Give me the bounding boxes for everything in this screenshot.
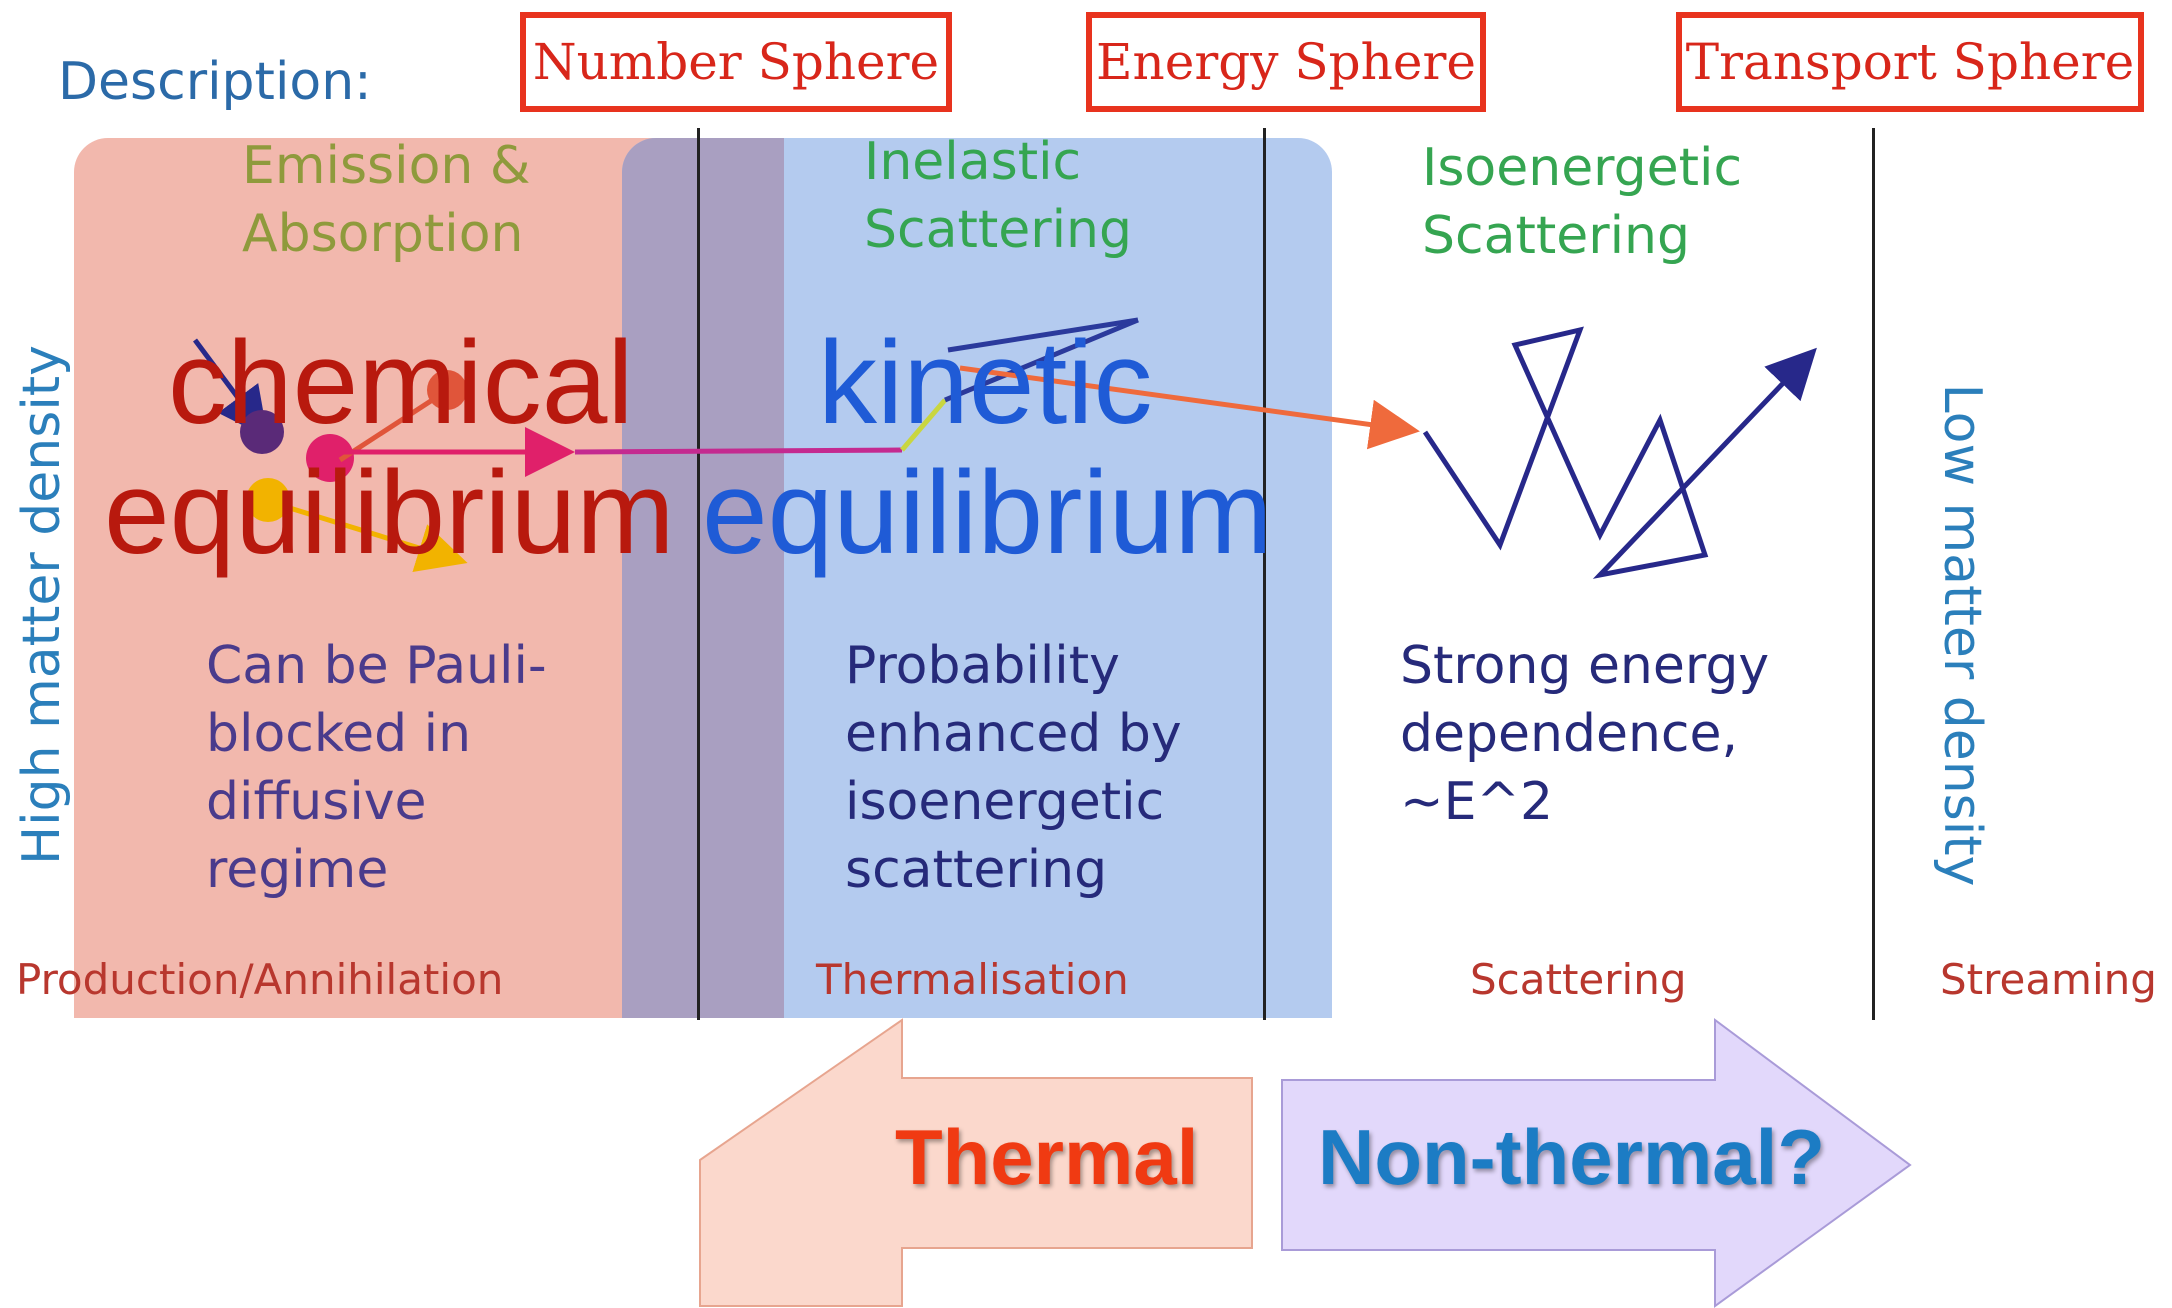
emission-line-orange [338,392,442,463]
thermalisation-label: Thermalisation [816,955,1129,1004]
overlap-region [622,138,784,1018]
kinetic-equilibrium-label: equilibrium [702,447,1273,579]
divider-line-energy [1263,128,1266,1020]
inelastic-line-2 [947,317,1139,353]
inelastic-desc-line: Probability [845,636,1120,696]
inelastic-desc-line: scattering [845,840,1108,900]
inelastic-line-1 [944,317,1139,403]
isoenergetic-title: Isoenergetic Scattering [1422,134,1742,270]
emission-title-line2: Absorption [242,204,524,264]
nonthermal-label: Non-thermal? [1318,1113,1825,1201]
emission-desc-line: blocked in [206,704,472,764]
isoenergetic-title-line1: Isoenergetic [1422,138,1743,198]
particle-purple [240,410,284,454]
emission-desc-line: regime [206,840,389,900]
inelastic-desc-line: enhanced by [845,704,1182,764]
inelastic-title-line1: Inelastic [864,132,1082,192]
isoenergetic-desc-line: ~E^2 [1400,772,1554,832]
inelastic-description: Probability enhanced by isoenergetic sca… [845,632,1182,904]
isoenergetic-desc-line: dependence, [1400,704,1739,764]
isoenergetic-description: Strong energy dependence, ~E^2 [1400,632,1769,836]
emission-description: Can be Pauli- blocked in diffusive regim… [206,632,547,904]
emission-desc-line: Can be Pauli- [206,636,547,696]
streaming-label: Streaming [1940,955,2157,1004]
chemical-label: chemical [168,317,634,449]
divider-line-transport [1872,128,1875,1020]
energy-sphere-box: Energy Sphere [1086,12,1486,112]
particle-yellow [246,478,290,522]
thermal-label: Thermal [895,1113,1199,1201]
divider-line-number [697,128,700,1020]
propagation-line [574,447,903,455]
transport-sphere-box: Transport Sphere [1676,12,2144,112]
number-sphere-box: Number Sphere [520,12,952,112]
isoenergetic-zigzag-arrow [1422,326,1817,579]
kinetic-label: kinetic [818,317,1153,449]
inelastic-line-yellow [900,398,947,452]
scattering-label: Scattering [1470,955,1687,1004]
nonthermal-arrow-shape [1281,1018,1912,1308]
isoenergetic-title-line2: Scattering [1422,206,1691,266]
inelastic-arrow-out [959,365,1420,450]
particle-orange [427,370,467,410]
emission-desc-line: diffusive [206,772,427,832]
inelastic-title-line2: Scattering [864,200,1133,260]
chemical-equilibrium-label: equilibrium [104,447,675,579]
inelastic-desc-line: isoenergetic [845,772,1165,832]
thermal-arrow-shape [699,1018,1253,1307]
emission-title-line1: Emission & [242,136,531,196]
description-label: Description: [58,52,372,112]
emission-title: Emission & Absorption [242,132,530,268]
production-annihilation-label: Production/Annihilation [16,955,504,1004]
isoenergetic-desc-line: Strong energy [1400,636,1770,696]
inelastic-title: Inelastic Scattering [864,128,1132,264]
particle-pink [306,434,354,482]
emission-arrow-yellow [279,502,468,573]
